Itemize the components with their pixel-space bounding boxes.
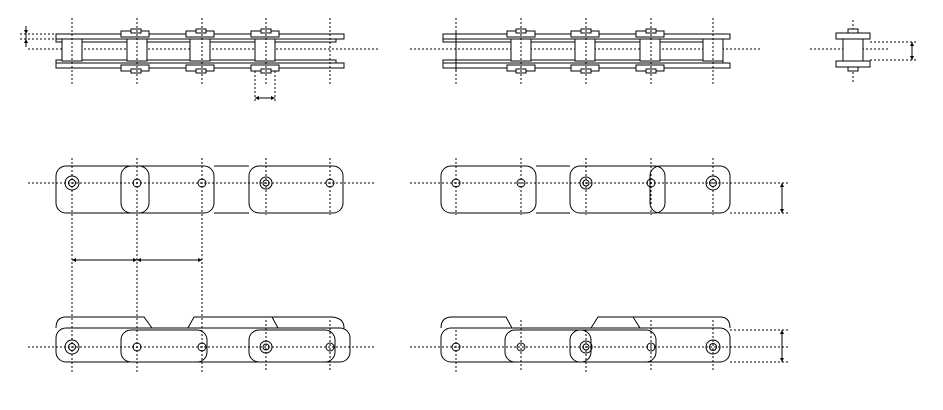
upper-plate-edge xyxy=(66,316,330,329)
pin-head xyxy=(705,175,721,191)
pin-head xyxy=(646,342,656,352)
pin-head xyxy=(197,342,207,352)
pin-head xyxy=(451,342,461,352)
pin-head xyxy=(64,339,80,355)
pin-assembly xyxy=(185,28,215,74)
pin-head xyxy=(259,340,273,354)
pin-head xyxy=(259,176,273,190)
pin-head xyxy=(705,339,721,355)
lower-plate xyxy=(55,327,351,363)
pitch-dimension xyxy=(72,258,202,262)
inner-link-plate xyxy=(55,165,150,214)
pin-head xyxy=(325,342,335,352)
top-view-with-pins xyxy=(20,18,380,102)
pin-head xyxy=(451,178,461,188)
pin-head xyxy=(132,342,142,352)
pin-assembly xyxy=(570,28,600,74)
outer-link-plate xyxy=(248,165,344,214)
height-dimension xyxy=(730,329,790,363)
pin-head xyxy=(132,178,142,188)
pin-head xyxy=(516,342,526,352)
top-view-extended-plates xyxy=(410,18,760,84)
side-view-single-plates-a xyxy=(28,158,375,330)
pin-head xyxy=(516,178,526,188)
plate-thickness-dimension xyxy=(20,26,56,47)
end-view xyxy=(810,20,918,82)
side-view-cranked-plates-b xyxy=(410,316,790,372)
side-view-single-plates-b xyxy=(410,158,790,215)
pin-assembly xyxy=(250,28,280,74)
pin-head xyxy=(646,178,656,188)
pin-head xyxy=(579,176,593,190)
pin-head xyxy=(64,175,80,191)
pin-assembly xyxy=(635,28,665,74)
pin-head xyxy=(325,178,335,188)
roller-width-dimension xyxy=(254,71,276,102)
side-view-cranked-plates-a xyxy=(28,316,375,372)
width-dimension xyxy=(870,41,918,61)
pin-assembly xyxy=(120,28,150,74)
height-dimension xyxy=(730,182,790,214)
outer-link-plate xyxy=(120,165,215,214)
pin-head xyxy=(197,178,207,188)
pin-head xyxy=(579,340,593,354)
